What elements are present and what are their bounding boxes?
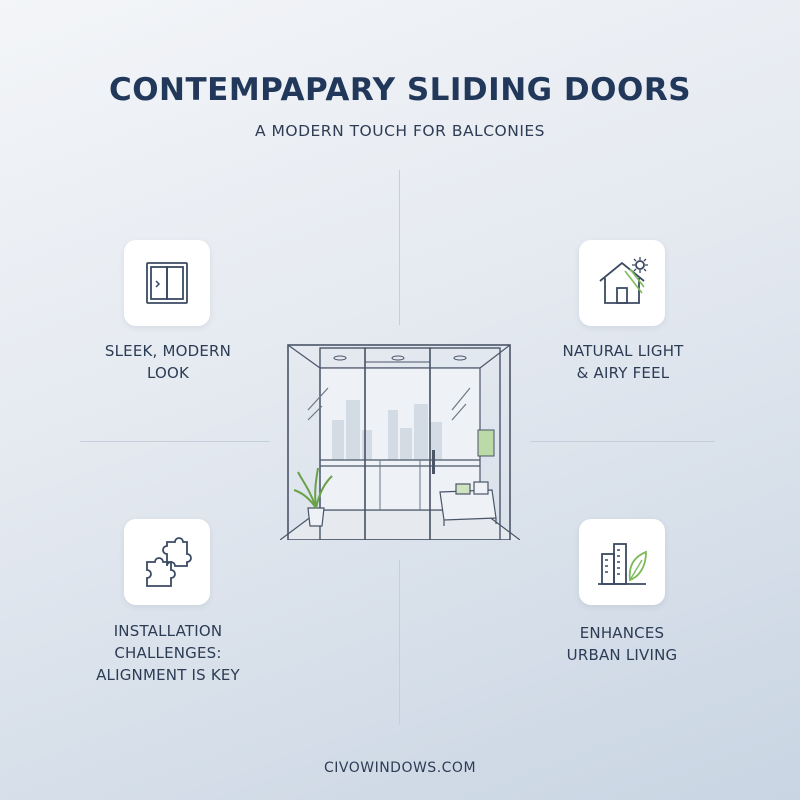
footer-website: CIVOWINDOWS.COM <box>323 760 477 776</box>
divider-vertical-bottom <box>399 560 400 725</box>
sofa <box>439 481 497 526</box>
potted-plant <box>293 467 333 527</box>
city-leaf-icon <box>598 543 647 585</box>
sliding-window-icon <box>146 262 188 304</box>
house-sun-icon <box>599 257 648 304</box>
feature-label-urban: ENHANCES URBAN LIVING <box>566 624 678 664</box>
divider-horizontal-left <box>80 441 270 442</box>
sliding-door-illustration <box>280 344 520 540</box>
wall-picture <box>477 429 495 457</box>
page-title: CONTEMPAPARY SLIDING DOORS <box>108 72 692 108</box>
feature-card-installation <box>124 519 210 605</box>
feature-label-light: NATURAL LIGHT & AIRY FEEL <box>562 342 684 382</box>
right-door-panel <box>429 347 501 540</box>
balcony-rail <box>320 459 480 467</box>
door-handle <box>432 450 435 474</box>
feature-card-urban <box>579 519 665 605</box>
feature-card-light <box>579 240 665 326</box>
divider-horizontal-right <box>530 441 715 442</box>
city-skyline <box>332 400 442 460</box>
feature-label-sleek: SLEEK, MODERN LOOK <box>104 342 232 382</box>
feature-card-sleek <box>124 240 210 326</box>
puzzle-icon <box>146 537 192 587</box>
divider-vertical-top <box>399 170 400 325</box>
page-subtitle: A MODERN TOUCH FOR BALCONIES <box>254 122 546 140</box>
feature-label-installation: INSTALLATION CHALLENGES: ALIGNMENT IS KE… <box>96 622 240 684</box>
